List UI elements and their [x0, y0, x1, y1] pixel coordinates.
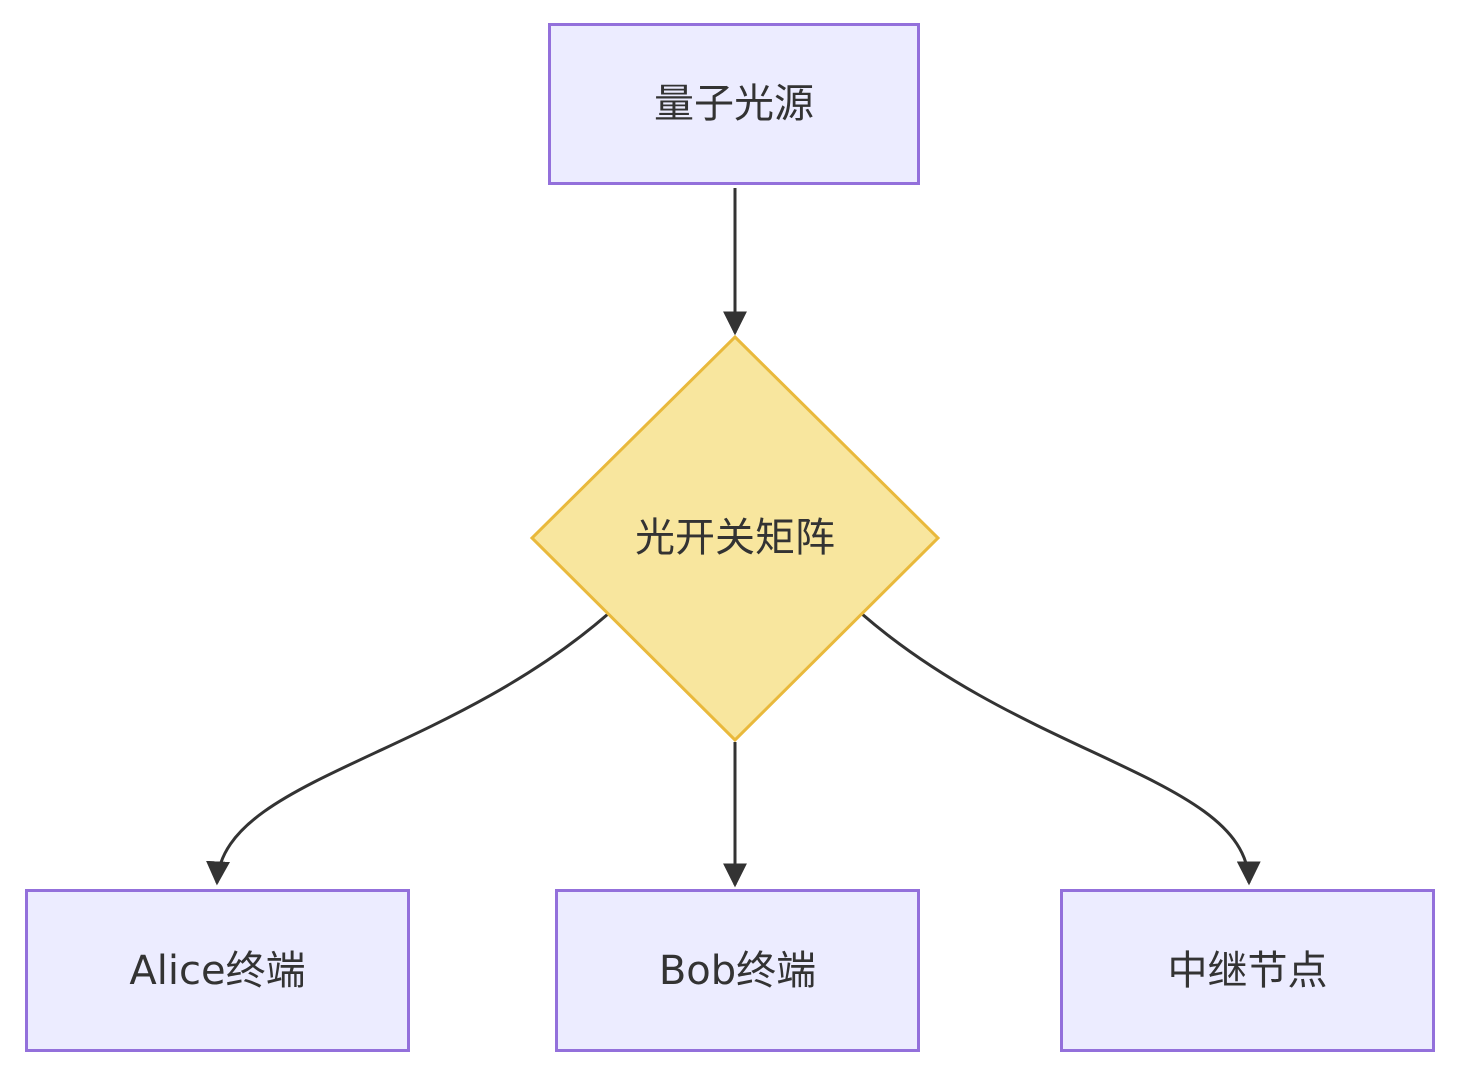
node-optical-switch-matrix: 光开关矩阵 — [535, 512, 935, 564]
node-bob-terminal-label: Bob终端 — [658, 947, 817, 994]
node-relay-node-label: 中继节点 — [1167, 947, 1328, 994]
node-optical-switch-matrix-label: 光开关矩阵 — [635, 515, 835, 561]
node-quantum-source: 量子光源 — [548, 23, 920, 185]
edge-switch-to-relay-node — [861, 612, 1261, 886]
node-optical-switch-matrix-shape — [529, 334, 941, 743]
node-quantum-source-label: 量子光源 — [654, 81, 814, 127]
node-alice-terminal: Alice终端 — [25, 889, 410, 1052]
node-relay-node: 中继节点 — [1060, 889, 1435, 1052]
edge-switch-to-alice-terminal — [206, 612, 609, 886]
node-bob-terminal: Bob终端 — [555, 889, 920, 1052]
node-alice-terminal-label: Alice终端 — [129, 947, 306, 994]
